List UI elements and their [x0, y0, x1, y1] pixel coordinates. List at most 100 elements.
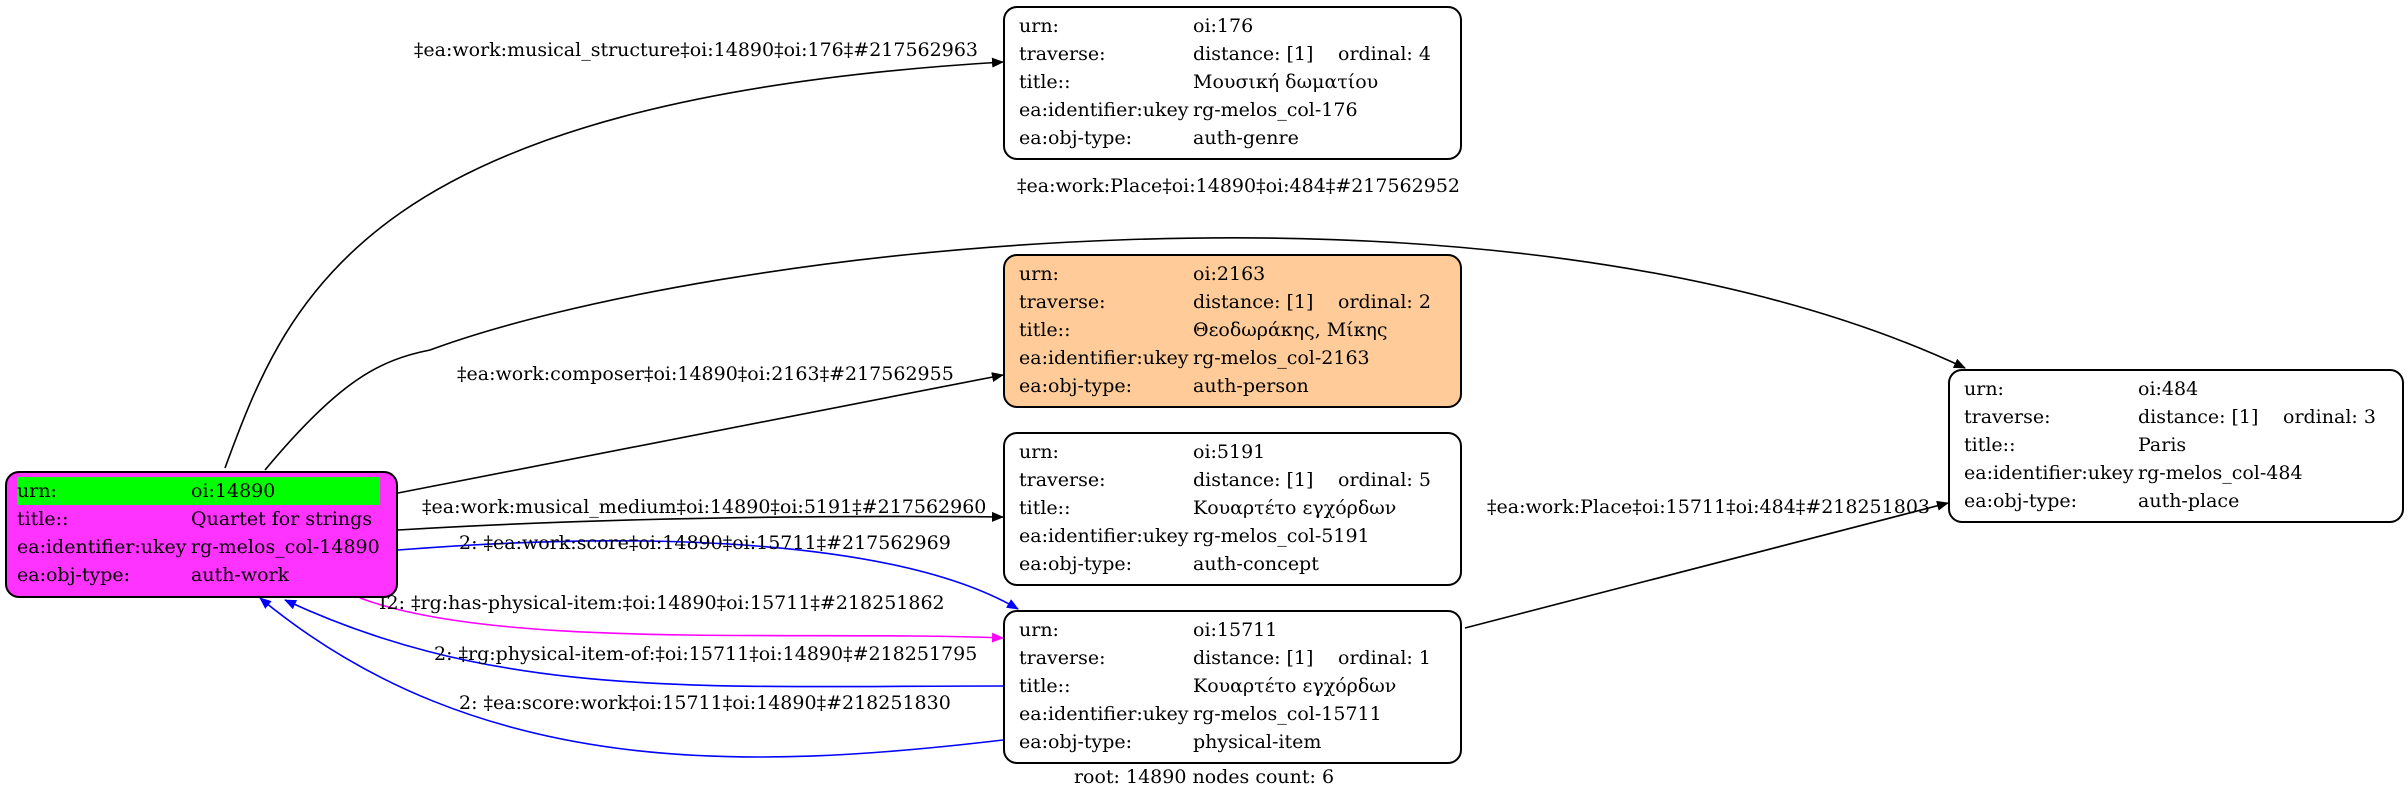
node-484-urn-row: urn: oi:484 [1964, 375, 2388, 403]
node-15711-traverse-key: traverse: [1019, 647, 1106, 669]
node-5191-ukey-row: ea:identifier:ukey rg-melos_col-5191 [1019, 522, 1446, 550]
node-15711-ukey-key: ea:identifier:ukey [1019, 703, 1189, 725]
node-5191-ordinal: ordinal: 5 [1338, 469, 1431, 491]
node-484-urn-key: urn: [1964, 378, 2004, 400]
node-root-type-key: ea:obj-type: [17, 564, 131, 586]
edge-score [397, 540, 1019, 610]
node-root-ukey-row: ea:identifier:ukey rg-melos_col-14890 [17, 533, 386, 561]
edge-has-item [359, 597, 1004, 643]
node-176-traverse: distance: [1]ordinal: 4 [1193, 40, 1431, 68]
node-15711-type: physical-item [1193, 731, 1322, 753]
node-2163-traverse-row: traverse: distance: [1]ordinal: 2 [1019, 288, 1446, 316]
node-oi-5191[interactable]: urn: oi:5191 traverse: distance: [1] ordi… [1003, 432, 1462, 586]
node-2163-ukey-row: ea:identifier:ukey rg-melos_col-2163 [1019, 344, 1446, 372]
node-484-type-key: ea:obj-type: [1964, 490, 2078, 512]
node-176-traverse-row: traverse: distance: [1]ordinal: 4 [1019, 40, 1446, 68]
node-root-title: Quartet for strings [191, 508, 373, 530]
node-484-ordinal: ordinal: 3 [2283, 406, 2376, 428]
node-176-type-row: ea:obj-type: auth-genre [1019, 124, 1446, 152]
node-484-ukey-key: ea:identifier:ukey [1964, 462, 2134, 484]
node-2163-title: Θεοδωράκης, Μίκης [1193, 319, 1388, 341]
node-2163-traverse-key: traverse: [1019, 291, 1106, 313]
node-15711-title: Κουαρτέτο εγχόρδων [1193, 675, 1397, 697]
node-15711-distance: distance: [1] [1193, 647, 1314, 669]
node-176-title: Μουσική δωματίου [1193, 71, 1379, 93]
edge-label-composer: ‡ea:work:composer‡oi:14890‡oi:2163‡#2175… [457, 363, 954, 385]
node-root-title-row: title:: Quartet for strings [17, 505, 386, 533]
node-176-urn-key: urn: [1019, 15, 1059, 37]
node-root-ukey-key: ea:identifier:ukey [17, 536, 187, 558]
node-484-title-key: title:: [1964, 434, 2016, 456]
node-176-title-row: title:: Μουσική δωματίου [1019, 68, 1446, 96]
node-2163-title-key: title:: [1019, 319, 1071, 341]
node-484-ukey: rg-melos_col-484 [2138, 462, 2303, 484]
node-2163-ukey: rg-melos_col-2163 [1193, 347, 1370, 369]
node-5191-type-row: ea:obj-type: auth-concept [1019, 550, 1446, 578]
node-5191-urn-key: urn: [1019, 441, 1059, 463]
node-15711-ukey-row: ea:identifier:ukey rg-melos_col-15711 [1019, 700, 1446, 728]
node-2163-title-row: title:: Θεοδωράκης, Μίκης [1019, 316, 1446, 344]
edge-label-score-work: 2: ‡ea:score:work‡oi:15711‡oi:14890‡#218… [459, 692, 951, 714]
node-5191-traverse-key: traverse: [1019, 469, 1106, 491]
edge-medium [397, 511, 1004, 531]
node-5191-traverse: distance: [1] ordinal: 5 [1193, 466, 1431, 494]
node-root-type: auth-work [191, 564, 290, 586]
node-oi-15711[interactable]: urn: oi:15711 traverse: distance: [1]ord… [1003, 610, 1462, 764]
node-root-type-row: ea:obj-type: auth-work [17, 561, 386, 589]
edge-label-place-work: ‡ea:work:Place‡oi:14890‡oi:484‡#21756295… [1017, 175, 1460, 197]
edge-label-score: 2: ‡ea:work:score‡oi:14890‡oi:15711‡#217… [459, 532, 951, 554]
node-176-distance: distance: [1] [1193, 43, 1314, 65]
node-484-type: auth-place [2138, 490, 2240, 512]
node-484-urn: oi:484 [2138, 378, 2199, 400]
node-484-traverse-key: traverse: [1964, 406, 2051, 428]
node-5191-traverse-row: traverse: distance: [1] ordinal: 5 [1019, 466, 1446, 494]
node-484-title-row: title:: Paris [1964, 431, 2388, 459]
edge-composer [397, 372, 1004, 494]
edge-genre [224, 57, 1004, 469]
node-2163-type-key: ea:obj-type: [1019, 375, 1133, 397]
node-15711-urn-key: urn: [1019, 619, 1059, 641]
graph-footer: root: 14890 nodes count: 6 [1073, 766, 1335, 788]
node-2163-urn-key: urn: [1019, 263, 1059, 285]
node-2163-urn: oi:2163 [1193, 263, 1266, 285]
node-2163-distance: distance: [1] [1193, 291, 1314, 313]
node-484-distance: distance: [1] [2138, 406, 2259, 428]
node-5191-urn-row: urn: oi:5191 [1019, 438, 1446, 466]
edge-label-medium: ‡ea:work:musical_medium‡oi:14890‡oi:5191… [422, 496, 986, 518]
node-root-urn-row: urn: oi:14890 [17, 477, 386, 505]
edge-place-item [1464, 500, 1949, 629]
node-15711-urn: oi:15711 [1193, 619, 1278, 641]
node-2163-urn-row: urn: oi:2163 [1019, 260, 1446, 288]
node-oi-2163[interactable]: urn: oi:2163 traverse: distance: [1]ordi… [1003, 254, 1462, 408]
node-oi-484[interactable]: urn: oi:484 traverse: distance: [1] ordin… [1948, 369, 2404, 523]
node-15711-traverse-row: traverse: distance: [1]ordinal: 1 [1019, 644, 1446, 672]
node-484-traverse: distance: [1] ordinal: 3 [2138, 403, 2376, 431]
node-5191-title-row: title:: Κουαρτέτο εγχόρδων [1019, 494, 1446, 522]
node-5191-ukey: rg-melos_col-5191 [1193, 525, 1370, 547]
node-176-title-key: title:: [1019, 71, 1071, 93]
node-176-urn-row: urn: oi:176 [1019, 12, 1446, 40]
edge-label-has-item: I2: ‡rg:has-physical-item:‡oi:14890‡oi:1… [379, 592, 945, 614]
node-5191-distance: distance: [1] [1193, 469, 1314, 491]
node-484-title: Paris [2138, 434, 2187, 456]
node-484-type-row: ea:obj-type: auth-place [1964, 487, 2388, 515]
edge-place-work [264, 237, 1966, 471]
node-15711-ukey: rg-melos_col-15711 [1193, 703, 1382, 725]
node-root[interactable]: urn: oi:14890 title:: Quartet for string… [5, 471, 398, 598]
node-5191-title: Κουαρτέτο εγχόρδων [1193, 497, 1397, 519]
node-176-traverse-key: traverse: [1019, 43, 1106, 65]
node-2163-traverse: distance: [1]ordinal: 2 [1193, 288, 1431, 316]
edge-label-genre: ‡ea:work:musical_structure‡oi:14890‡oi:1… [414, 39, 978, 61]
node-176-ukey-row: ea:identifier:ukey rg-melos_col-176 [1019, 96, 1446, 124]
node-15711-title-row: title:: Κουαρτέτο εγχόρδων [1019, 672, 1446, 700]
node-15711-type-key: ea:obj-type: [1019, 731, 1133, 753]
node-5191-ukey-key: ea:identifier:ukey [1019, 525, 1189, 547]
node-484-ukey-row: ea:identifier:ukey rg-melos_col-484 [1964, 459, 2388, 487]
node-176-ukey: rg-melos_col-176 [1193, 99, 1358, 121]
node-2163-ukey-key: ea:identifier:ukey [1019, 347, 1189, 369]
node-5191-title-key: title:: [1019, 497, 1071, 519]
node-176-type-key: ea:obj-type: [1019, 127, 1133, 149]
node-oi-176[interactable]: urn: oi:176 traverse: distance: [1]ordin… [1003, 6, 1462, 160]
node-root-urn: oi:14890 [191, 477, 380, 505]
node-15711-title-key: title:: [1019, 675, 1071, 697]
